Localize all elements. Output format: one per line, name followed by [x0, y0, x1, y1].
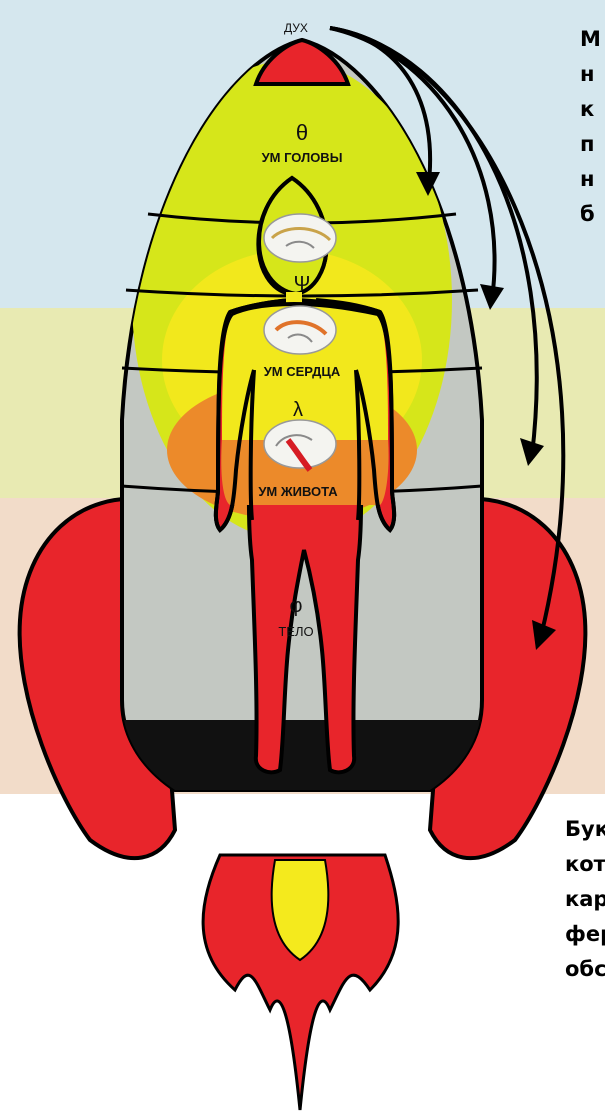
body-symbol: φ: [290, 595, 303, 617]
side-text-bottom-line: обс: [565, 952, 605, 987]
body-label: ТЕЛО: [278, 624, 313, 639]
head-mind-symbol: θ: [296, 120, 308, 145]
brain-head-icon: [264, 214, 336, 262]
side-text-top-line: н: [580, 57, 601, 92]
brain-heart-icon: [264, 306, 336, 354]
side-text-bottom-line: Бук: [565, 812, 605, 847]
head-mind-label: УМ ГОЛОВЫ: [262, 150, 343, 165]
spirit-label: ДУХ: [284, 21, 308, 35]
arrowhead-heart: [480, 284, 504, 310]
side-text-top-line: М: [580, 22, 601, 57]
heart-mind-symbol: Ψ: [294, 273, 311, 295]
nose-cone: [256, 40, 348, 84]
side-text-top-line: б: [580, 197, 601, 232]
belly-mind-label: УМ ЖИВОТА: [258, 484, 338, 499]
side-text-bottom-line: фер: [565, 917, 605, 952]
belly-mind-symbol: λ: [293, 399, 303, 421]
side-text-top-line: к: [580, 92, 601, 127]
side-text-bottom: Бук кот кар фер обс: [565, 812, 605, 987]
side-text-bottom-line: кот: [565, 847, 605, 882]
arrowhead-belly: [520, 438, 544, 466]
heart-mind-label: УМ СЕРДЦА: [264, 364, 341, 379]
side-text-bottom-line: кар: [565, 882, 605, 917]
side-text-top-line: н: [580, 162, 601, 197]
side-text-top: М н к п н б: [580, 22, 601, 232]
side-text-top-line: п: [580, 127, 601, 162]
